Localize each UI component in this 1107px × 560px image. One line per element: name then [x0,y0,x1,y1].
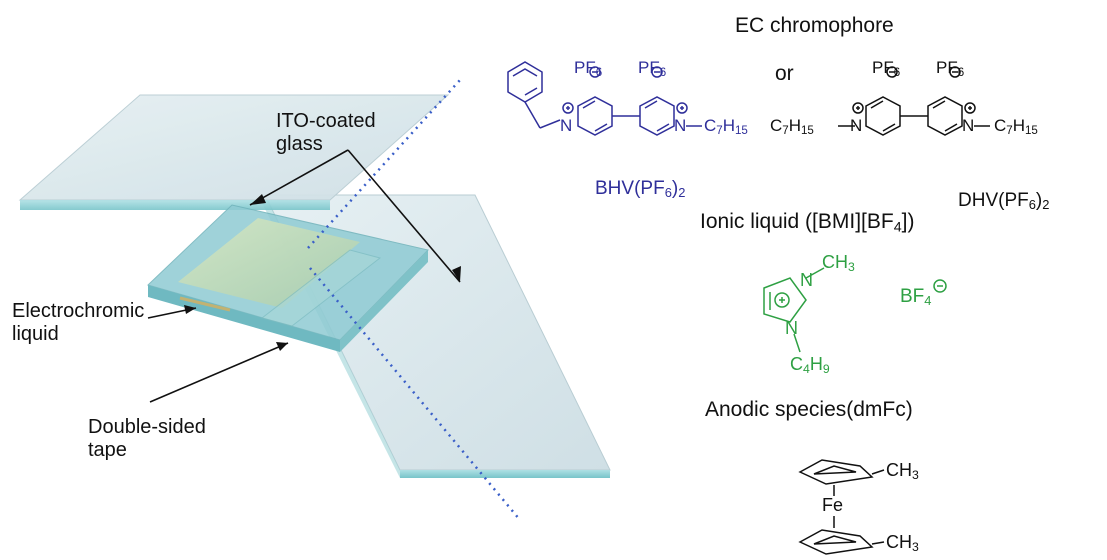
ec-chromophore-title: EC chromophore [735,14,894,37]
bmi-n-top: N [800,270,813,290]
dhv-name: DHV(PF6)2 [958,190,1050,213]
bhv-n-left: N [560,116,573,135]
arrow-tape [149,342,289,403]
cp-ring-top [798,459,874,485]
bhv-alkyl: C7H15 [704,116,748,137]
bhv-n-right: N [674,116,687,135]
anodic-species-title: Anodic species(dmFc) [705,398,913,421]
dmfc-methyl-bottom: CH3 [886,532,919,555]
electrochromic-line2: liquid [12,323,59,345]
dhv-structure [838,66,990,136]
dmfc-iron: Fe [822,495,844,515]
ito-label: ITO-coated glass [276,110,376,156]
ito-label-line1: ITO-coated [276,110,376,132]
dhv-anion-1: PF6 [872,58,901,79]
label-arrows [147,149,461,403]
dotted-guides [307,79,521,521]
bmi-counter-anion: BF4 [900,286,932,309]
tape-line1: Double-sided [88,416,206,438]
top-glass-slide [18,94,450,210]
dhv-pyridinium-ring-1 [865,96,901,136]
bmi-butyl: C4H9 [790,354,830,377]
bhv-anion-1: PF6 [574,58,603,79]
tape-strip [260,249,382,327]
bmi-structure [763,267,947,353]
bhv-anion-2: PF6 [638,58,667,79]
dhv-alkyl-right: C7H15 [994,116,1038,137]
or-text: or [775,62,794,85]
ec-device [18,79,611,521]
benzene-ring [507,61,543,103]
dhv-n-right: N [962,116,975,135]
dhv-alkyl-left: C7H15 [770,116,814,137]
imidazolium-ring [763,277,807,323]
ito-label-line2: glass [276,133,323,155]
dhv-pyridinium-ring-2 [927,96,963,136]
tape-label: Double-sided tape [88,416,206,462]
ionic-liquid-title: Ionic liquid ([BMI][BF4]) [700,210,915,236]
cp-ring-bottom [798,529,874,555]
bhv-name: BHV(PF6)2 [595,178,686,201]
arrow-ito-to-top-glass [249,149,349,206]
bhv-structure [507,61,702,136]
electrochromic-liquid-area [178,218,360,308]
dmfc-methyl-top: CH3 [886,460,919,483]
pyridinium-ring-2 [639,96,675,136]
pyridinium-ring-1 [577,96,613,136]
tape-line2: tape [88,439,127,461]
dmfc-structure [798,459,885,555]
bmi-methyl: CH3 [822,252,855,275]
bmi-n-bottom: N [785,318,798,338]
dhv-anion-2: PF6 [936,58,965,79]
electrochromic-line1: Electrochromic [12,300,145,322]
arrow-ito-to-bottom-glass [347,149,461,283]
overlap-cell [147,204,429,352]
electrochromic-label: Electrochromic liquid [12,300,144,346]
dhv-n-left: N [850,116,863,135]
